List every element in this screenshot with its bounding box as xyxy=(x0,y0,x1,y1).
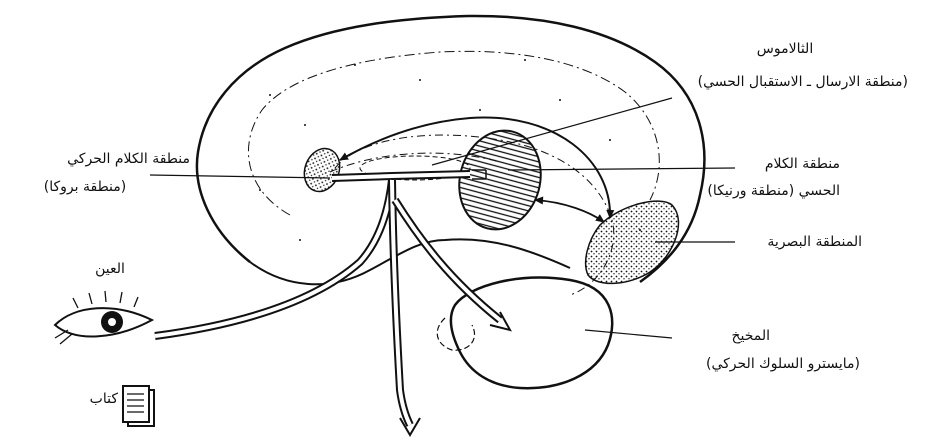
wernicke-area xyxy=(448,121,551,238)
wernicke-title: منطقة الكلام xyxy=(730,155,840,173)
thalamus-subtitle: (منطقة الارسال ـ الاستقبال الحسي) xyxy=(668,73,908,91)
thalamus-title: الثالاموس xyxy=(740,40,830,58)
cerebellum-subtitle: (مايسترو السلوك الحركي) xyxy=(620,355,860,373)
eye-label: العين xyxy=(80,260,140,278)
arrow-wernicke-visual xyxy=(535,200,604,222)
leader-wernicke xyxy=(508,168,735,170)
book-icon xyxy=(123,386,154,426)
cortex-inner-line xyxy=(248,51,659,215)
book-label: كتاب xyxy=(62,390,118,408)
broca-title: منطقة الكلام الحركي xyxy=(0,150,190,168)
leader-cerebellum xyxy=(585,330,672,338)
broca-subtitle: (منطقة بروكا) xyxy=(10,178,160,196)
wernicke-subtitle: الحسي (منطقة ورنيكا) xyxy=(690,182,840,200)
cerebellum-title: المخيخ xyxy=(680,327,770,345)
broca-area xyxy=(299,144,346,197)
visual-area-label: المنطقة البصرية xyxy=(742,233,862,251)
eye-icon xyxy=(55,291,152,344)
cortex-texture xyxy=(259,59,641,241)
leader-thalamus xyxy=(432,98,672,165)
leader-broca xyxy=(150,175,330,178)
